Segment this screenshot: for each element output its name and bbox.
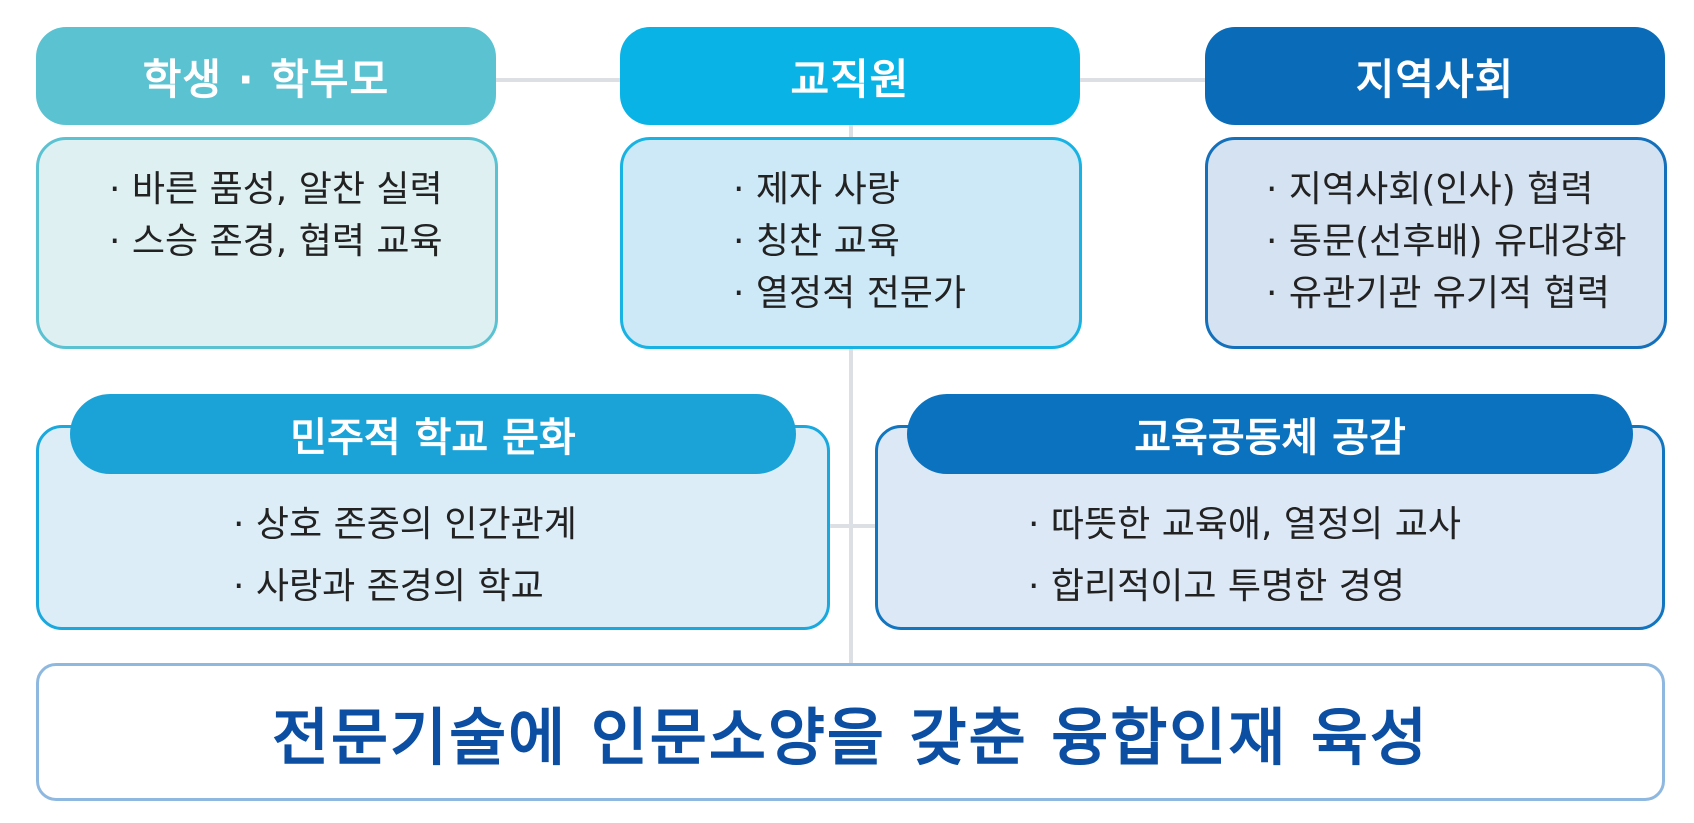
staff-item: · 칭찬 교육 — [733, 221, 900, 262]
community-title: 지역사회 — [1355, 54, 1515, 104]
students-item: · 바른 품성, 알찬 실력 — [109, 169, 443, 210]
connector-center-vertical — [849, 125, 853, 663]
students-parents-box: · 바른 품성, 알찬 실력 · 스승 존경, 협력 교육 — [36, 137, 498, 349]
staff-item: · 제자 사랑 — [733, 169, 900, 210]
connector-top-left — [496, 78, 620, 82]
democratic-item: · 상호 존중의 인간관계 — [233, 504, 577, 545]
community-item: · 동문(선후배) 유대강화 — [1266, 221, 1627, 262]
staff-header: 교직원 — [620, 27, 1080, 125]
democratic-culture-header: 민주적 학교 문화 — [70, 394, 796, 474]
democratic-culture-title: 민주적 학교 문화 — [290, 415, 576, 461]
students-parents-title: 학생 · 학부모 — [142, 54, 390, 104]
connector-top-right — [1080, 78, 1205, 82]
community-item: · 유관기관 유기적 협력 — [1266, 273, 1610, 314]
connector-middle-horizontal — [830, 524, 875, 528]
community-item: · 지역사회(인사) 협력 — [1266, 169, 1594, 210]
empathy-item: · 따뜻한 교육애, 열정의 교사 — [1028, 504, 1461, 545]
staff-item: · 열정적 전문가 — [733, 273, 967, 314]
community-header: 지역사회 — [1205, 27, 1665, 125]
staff-box: · 제자 사랑 · 칭찬 교육 · 열정적 전문가 — [620, 137, 1082, 349]
goal-box: 전문기술에 인문소양을 갖춘 융합인재 육성 — [36, 663, 1665, 801]
staff-title: 교직원 — [790, 54, 910, 104]
students-parents-header: 학생 · 학부모 — [36, 27, 496, 125]
community-empathy-title: 교육공동체 공감 — [1134, 415, 1406, 461]
community-empathy-header: 교육공동체 공감 — [907, 394, 1633, 474]
community-box: · 지역사회(인사) 협력 · 동문(선후배) 유대강화 · 유관기관 유기적 … — [1205, 137, 1667, 349]
students-item: · 스승 존경, 협력 교육 — [109, 221, 443, 262]
goal-text: 전문기술에 인문소양을 갖춘 융합인재 육성 — [271, 701, 1430, 774]
democratic-item: · 사랑과 존경의 학교 — [233, 566, 544, 607]
empathy-item: · 합리적이고 투명한 경영 — [1028, 566, 1405, 607]
